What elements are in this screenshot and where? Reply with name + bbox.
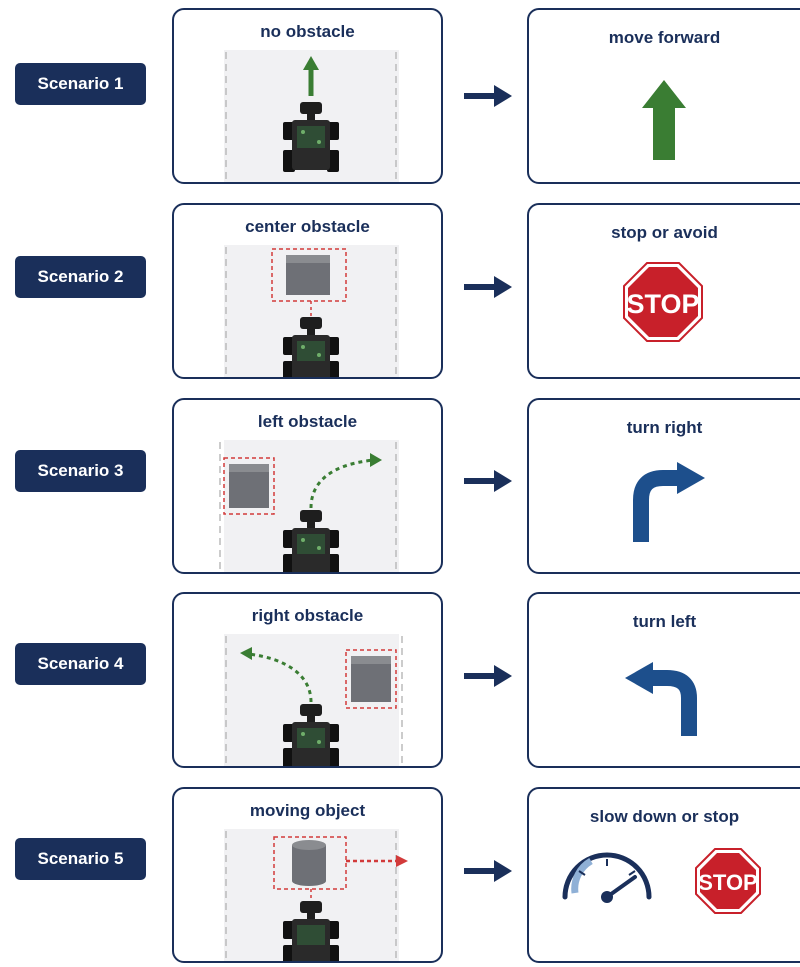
stop-sign-icon: STOP: [695, 848, 761, 914]
scenario-row-1: Scenario 1 no obstacle: [0, 8, 800, 188]
condition-panel: no obstacle: [172, 8, 443, 184]
condition-title: center obstacle: [245, 217, 370, 236]
moving-cylinder-icon: [273, 836, 347, 890]
robot-car-icon: [283, 102, 339, 172]
condition-title: right obstacle: [251, 606, 364, 625]
scene-illustration: [224, 50, 399, 182]
scenario-label: Scenario 1: [15, 63, 146, 105]
stop-sign-text: STOP: [698, 870, 758, 895]
scenario-row-3: Scenario 3: [0, 398, 800, 578]
scenario-label: Scenario 5: [15, 838, 146, 880]
robot-car-icon: [283, 510, 339, 572]
condition-title: left obstacle: [257, 412, 358, 431]
action-panel: stop or avoid STOP: [527, 203, 800, 379]
scenario-label: Scenario 4: [15, 643, 146, 685]
action-title: move forward: [608, 28, 721, 47]
action-panel: move forward: [527, 8, 800, 184]
forward-arrow-icon: [303, 56, 319, 96]
robot-car-icon: [283, 704, 339, 766]
condition-title: moving object: [249, 801, 366, 820]
condition-panel: moving object: [172, 787, 443, 963]
action-title: stop or avoid: [611, 223, 718, 242]
scenario-label: Scenario 2: [15, 256, 146, 298]
turn-left-arrow-icon: [625, 662, 697, 736]
condition-panel: center obstacle: [172, 203, 443, 379]
action-title: turn left: [632, 612, 697, 631]
obstacle-box-icon: [223, 457, 275, 515]
action-title: slow down or stop: [589, 807, 740, 826]
right-arrow-icon: [464, 276, 512, 298]
obstacle-box-icon: [345, 649, 397, 709]
path-left-arrow: [247, 652, 313, 703]
slow-down-or-stop-icons: STOP: [562, 848, 761, 914]
right-arrow-icon: [464, 860, 512, 882]
stop-sign-icon: STOP: [623, 262, 703, 342]
condition-panel: left obstacle: [172, 398, 443, 574]
action-panel: turn right: [527, 398, 800, 574]
robot-car-icon: [283, 901, 339, 961]
action-title: turn right: [626, 418, 703, 437]
scene-illustration: [219, 440, 399, 572]
action-panel: turn left: [527, 592, 800, 768]
right-arrow-icon: [464, 470, 512, 492]
obstacle-box-icon: [271, 248, 347, 302]
scenario-label: Scenario 3: [15, 450, 146, 492]
up-arrow-icon: [642, 80, 686, 160]
action-panel: slow down or stop STOP: [527, 787, 800, 963]
scene-illustration: [224, 829, 408, 961]
right-arrow-icon: [464, 85, 512, 107]
scenario-row-4: Scenario 4: [0, 592, 800, 772]
scene-illustration: [224, 245, 399, 377]
scenario-row-2: Scenario 2: [0, 203, 800, 383]
stop-sign-text: STOP: [626, 289, 699, 319]
scenario-row-5: Scenario 5: [0, 787, 800, 967]
turn-right-arrow-icon: [633, 462, 705, 542]
scene-illustration: [224, 634, 403, 766]
speedometer-icon: [562, 852, 652, 903]
condition-panel: right obstacle: [172, 592, 443, 768]
right-arrow-icon: [464, 665, 512, 687]
condition-title: no obstacle: [260, 22, 355, 41]
robot-car-icon: [283, 317, 339, 377]
